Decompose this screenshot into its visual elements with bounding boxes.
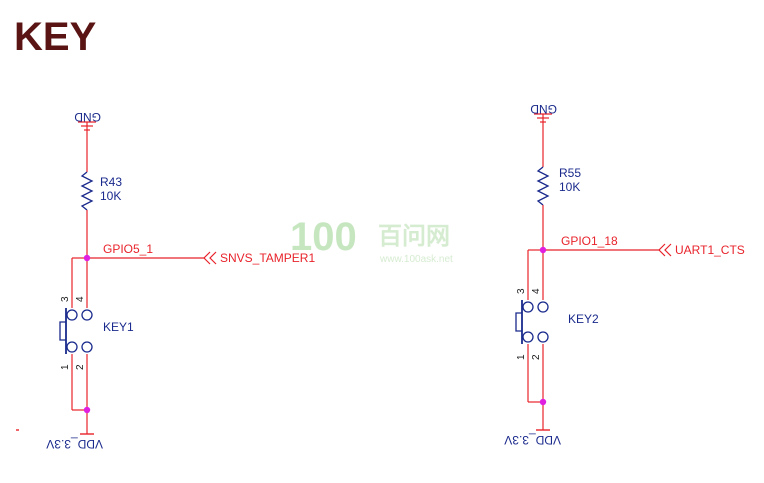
net-label: GPIO5_1: [103, 242, 153, 256]
net-label: GPIO1_18: [561, 234, 618, 248]
port-label: UART1_CTS: [675, 243, 745, 257]
vdd-label: VDD_3.3V: [46, 437, 103, 451]
port-label: SNVS_TAMPER1: [220, 251, 315, 265]
key2-circuit: GND R55 10K GPIO1_18 UART1_CTS KEY2 3 4 …: [504, 102, 745, 447]
pin-1: 1: [516, 354, 527, 360]
watermark-text: 百问网: [378, 221, 450, 250]
junction-node: [539, 246, 547, 254]
watermark-number: 100: [290, 215, 357, 259]
port-arrow: [658, 243, 666, 257]
gnd-label: GND: [530, 102, 557, 116]
resistor-ref: R43: [100, 175, 122, 189]
resistor: [80, 171, 94, 211]
pushbutton-switch: [59, 308, 93, 354]
resistor-value: 10K: [559, 180, 580, 194]
watermark-url: www.100ask.net: [379, 254, 453, 265]
pin-3: 3: [516, 288, 527, 294]
gnd-symbol: [534, 113, 552, 126]
key-ref: KEY1: [103, 320, 134, 334]
pin-4: 4: [75, 296, 86, 302]
port-arrow: [203, 251, 211, 265]
pushbutton-switch: [515, 300, 549, 344]
resistor-ref: R55: [559, 166, 581, 180]
gnd-symbol: [78, 121, 96, 134]
key1-circuit: GND R43 10K GPIO5_1 SNVS_TAMPER1 KEY1: [46, 110, 315, 451]
pin-2: 2: [75, 364, 86, 370]
key-ref: KEY2: [568, 312, 599, 326]
junction-node: [83, 406, 91, 414]
watermark: 100 百问网 www.100ask.net: [290, 215, 453, 265]
vdd-label: VDD_3.3V: [504, 433, 561, 447]
pin-3: 3: [60, 296, 71, 302]
resistor: [536, 166, 550, 206]
junction-node: [83, 254, 91, 262]
gnd-label: GND: [74, 110, 101, 124]
resistor-value: 10K: [100, 189, 121, 203]
pin-4: 4: [531, 288, 542, 294]
junction-node: [539, 398, 547, 406]
page-title: KEY: [14, 15, 97, 59]
pin-1: 1: [60, 364, 71, 370]
pin-2: 2: [531, 354, 542, 360]
